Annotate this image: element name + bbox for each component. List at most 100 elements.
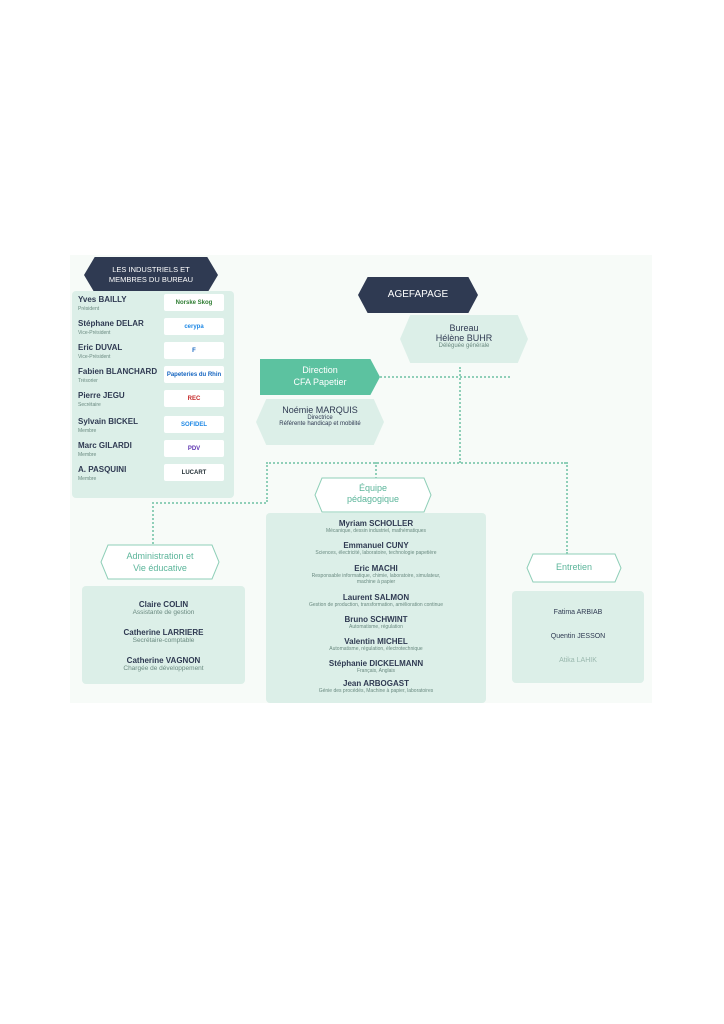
connector-entretien-down	[566, 462, 568, 554]
admin-role: Chargée de développement	[123, 665, 204, 672]
company-logo: PDV	[164, 440, 224, 457]
company-logo: SOFIDEL	[164, 416, 224, 433]
directrice-name: Noémie MARQUIS	[282, 405, 358, 415]
industriels-title-line2: MEMBRES DU BUREAU	[108, 275, 194, 284]
industriel-role: Secrétaire	[78, 402, 101, 408]
company-logo: cerypa	[164, 318, 224, 335]
directrice-role2: Référente handicap et mobilité	[279, 421, 361, 427]
teacher-subjects: Automatisme, régulation, électrotechniqu…	[329, 646, 423, 652]
admin-title-line2: Vie éducative	[133, 563, 187, 573]
industriel-role: Membre	[78, 428, 97, 434]
direction-box: Direction CFA Papetier	[260, 359, 380, 395]
company-logo: Papeteries du Rhin	[164, 366, 224, 383]
bureau-line1: Bureau	[449, 323, 479, 333]
connector-bureau-vertical	[459, 367, 461, 463]
org-chart: LES INDUSTRIELS ET MEMBRES DU BUREAU Yve…	[70, 255, 652, 703]
industriels-title: LES INDUSTRIELS ET MEMBRES DU BUREAU	[84, 257, 218, 293]
entretien-name: Fatima ARBIAB	[553, 609, 603, 616]
bureau-name: Hélène BUHR	[435, 333, 493, 343]
industriel-role: Membre	[78, 452, 97, 458]
connector-left-horizontal	[152, 502, 266, 504]
admin-name: Catherine LARRIERE	[123, 628, 204, 637]
direction-line2: CFA Papetier	[293, 377, 347, 387]
connector-equipe-down	[375, 462, 377, 482]
company-logo: LUCART	[164, 464, 224, 481]
equipe-title: Équipe pédagogique	[314, 477, 432, 513]
entretien-panel: Fatima ARBIAB Quentin JESSON Atika LAHIK	[512, 591, 644, 683]
industriel-name: Eric DUVAL	[78, 343, 123, 352]
admin-name: Catherine VAGNON	[126, 656, 201, 665]
admin-title-line1: Administration et	[126, 551, 194, 561]
teacher-subjects: Français, Anglais	[356, 668, 396, 674]
teacher-subjects: Mécanique, dessin industriel, mathématiq…	[325, 528, 427, 534]
connector-direction-bureau	[380, 376, 510, 378]
industriel-name: Marc GILARDI	[78, 441, 132, 450]
direction-line1: Direction	[302, 365, 338, 375]
teacher-name: Jean ARBOGAST	[343, 679, 409, 688]
directrice-box: Noémie MARQUIS Directrice Référente hand…	[256, 399, 384, 445]
connector-left-down	[266, 462, 268, 502]
directrice-role1: Directrice	[307, 415, 333, 421]
entretien-title: Entretien	[526, 553, 622, 583]
connector-horizontal-top	[266, 462, 566, 464]
teacher-subjects: Sciences, électricité, laboratoire, tech…	[315, 550, 437, 556]
teacher-subjects: Automatisme, régulation	[349, 624, 403, 630]
teacher-subjects: Responsable informatique, chimie, labora…	[311, 573, 441, 585]
industriel-role: Trésorier	[78, 378, 98, 384]
teacher-name: Stéphanie DICKELMANN	[328, 659, 424, 668]
teacher-subjects: Gestion de production, transformation, a…	[309, 602, 443, 608]
teacher-name: Bruno SCHWINT	[344, 615, 408, 624]
entretien-name: Atika LAHIK	[559, 657, 597, 664]
teacher-name: Laurent SALMON	[342, 593, 410, 602]
industriel-role: Vice-Président	[78, 354, 111, 360]
industriel-role: Vice-Président	[78, 330, 111, 336]
company-logo: F	[164, 342, 224, 359]
industriel-name: Yves BAILLY	[78, 295, 127, 304]
connector-admin-down	[152, 502, 154, 544]
entretien-title-label: Entretien	[555, 562, 593, 572]
teacher-name: Valentin MICHEL	[344, 637, 408, 646]
industriel-role: Membre	[78, 476, 97, 482]
teacher-subjects: Génie des procédés, Machine à papier, la…	[318, 688, 434, 694]
industriel-role: Président	[78, 306, 100, 312]
entretien-name: Quentin JESSON	[550, 633, 606, 640]
agefapage-label: AGEFAPAGE	[387, 289, 449, 300]
company-logo: Norske Skog	[164, 294, 224, 311]
agefapage-box: AGEFAPAGE	[358, 277, 478, 313]
industriel-name: A. PASQUINI	[78, 465, 127, 474]
bureau-box: Bureau Hélène BUHR Déléguée générale	[400, 315, 528, 363]
industriel-name: Stéphane DELAR	[78, 319, 144, 328]
admin-role: Assistante de gestion	[132, 609, 195, 616]
entretien-title-outline	[526, 553, 622, 583]
industriel-name: Fabien BLANCHARD	[78, 367, 158, 376]
teacher-name: Emmanuel CUNY	[343, 541, 409, 550]
equipe-title-outline	[314, 477, 432, 513]
industriels-title-line1: LES INDUSTRIELS ET	[112, 265, 190, 274]
equipe-title-line2: pédagogique	[346, 494, 400, 504]
industriel-name: Sylvain BICKEL	[78, 417, 139, 426]
company-logo: REC	[164, 390, 224, 407]
teacher-name: Eric MACHI	[354, 564, 398, 573]
equipe-title-line1: Équipe	[358, 483, 388, 493]
teacher-name: Myriam SCHOLLER	[338, 519, 414, 528]
admin-title: Administration et Vie éducative	[100, 544, 220, 580]
admin-name: Claire COLIN	[138, 600, 189, 609]
industriel-name: Pierre JEGU	[78, 391, 125, 400]
admin-role: Secrétaire-comptable	[132, 637, 195, 644]
admin-title-outline	[100, 544, 220, 580]
bureau-role: Déléguée générale	[438, 343, 490, 349]
